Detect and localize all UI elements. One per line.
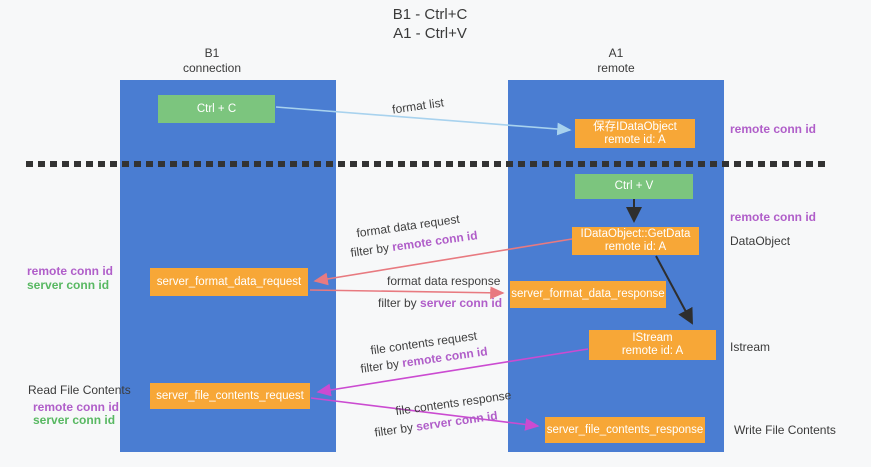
filter-by-text: filter by — [373, 419, 418, 440]
node-server-format-data-response: server_format_data_response — [510, 281, 666, 308]
node-istream: IStream remote id: A — [589, 330, 716, 360]
label-remote-conn-id-left-2: remote conn id — [33, 400, 120, 414]
node-getdata-line1: IDataObject::GetData — [580, 228, 691, 240]
label-server-conn-id-left-2: server conn id — [33, 413, 116, 427]
filter-by-text: filter by — [359, 356, 404, 376]
lane-header-a1: A1 remote — [556, 46, 676, 76]
label-server-conn-id-left-1: server conn id — [27, 278, 110, 292]
title-line-2: A1 - Ctrl+V — [393, 25, 467, 42]
node-istream-line2: remote id: A — [621, 345, 684, 357]
node-save-dataobject-line2: remote id: A — [604, 133, 666, 146]
title-line-1: B1 - Ctrl+C — [392, 6, 468, 23]
filter-by-text: filter by — [378, 296, 421, 310]
node-idataobject-getdata: IDataObject::GetData remote id: A — [572, 227, 699, 255]
node-format-response-label: server_format_data_response — [511, 288, 665, 300]
label-format-list: format list — [391, 95, 445, 117]
node-server-file-contents-request: server_file_contents_request — [150, 383, 310, 409]
node-ctrl-v-label: Ctrl + V — [614, 180, 654, 192]
node-file-response-label: server_file_contents_response — [546, 423, 704, 436]
label-remote-conn-id-left-1: remote conn id — [27, 264, 114, 278]
diagram-title: B1 - Ctrl+C A1 - Ctrl+V — [330, 5, 530, 43]
node-ctrl-c-label: Ctrl + C — [196, 102, 237, 115]
filter-by-text: filter by — [349, 240, 394, 260]
node-format-request-label: server_format_data_request — [156, 275, 302, 288]
node-getdata-line2: remote id: A — [604, 241, 667, 253]
arrow-format-data-response — [309, 286, 505, 300]
lane-a1-subtitle: remote — [597, 61, 635, 75]
label-format-data-response: format data response — [387, 274, 501, 288]
label-remote-conn-id-right-2: remote conn id — [730, 210, 817, 224]
node-istream-line1: IStream — [632, 332, 673, 344]
node-save-dataobject: 保存IDataObject remote id: A — [575, 119, 695, 148]
node-ctrl-v: Ctrl + V — [575, 174, 693, 199]
node-save-dataobject-line1: 保存IDataObject — [593, 120, 677, 133]
node-server-file-contents-response: server_file_contents_response — [545, 417, 705, 443]
label-istream: Istream — [730, 340, 771, 354]
label-write-file-contents: Write File Contents — [734, 423, 836, 437]
label-dataobject: DataObject — [730, 234, 791, 248]
label-remote-conn-id-right-1: remote conn id — [730, 122, 817, 136]
label-filter-server-1: filter by server conn id — [378, 296, 502, 310]
lane-header-b1: B1 connection — [152, 46, 272, 76]
server-conn-id-text: server conn id — [420, 296, 503, 310]
label-filter-server-2: filter by server conn id — [374, 408, 499, 439]
lane-b1-name: B1 — [204, 46, 220, 60]
label-read-file-contents: Read File Contents — [28, 383, 131, 397]
lane-b1-subtitle: connection — [182, 61, 242, 75]
node-ctrl-c: Ctrl + C — [158, 95, 275, 123]
lane-a1-name: A1 — [608, 46, 624, 60]
node-server-format-data-request: server_format_data_request — [150, 268, 308, 296]
node-file-request-label: server_file_contents_request — [156, 389, 304, 402]
